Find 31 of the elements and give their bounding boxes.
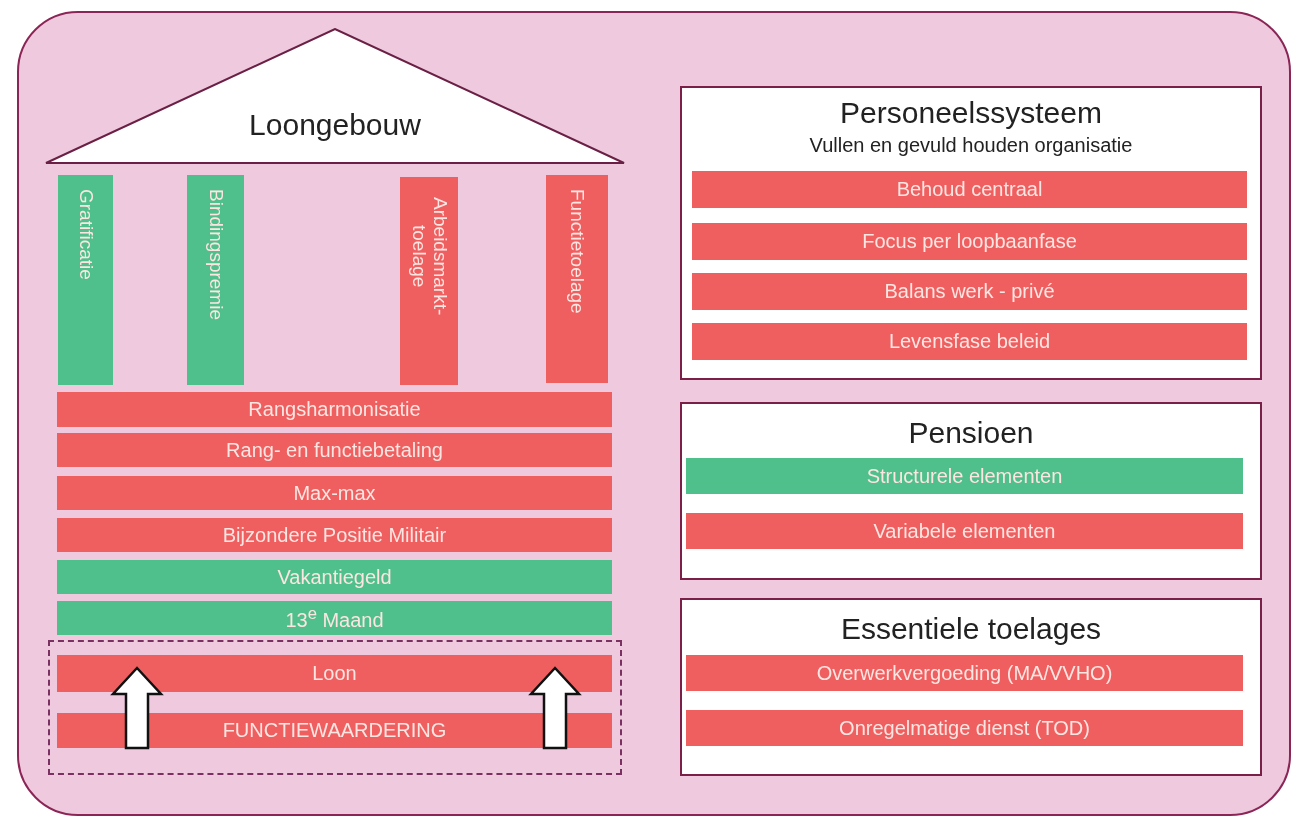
- dashed-frame: [48, 640, 622, 775]
- pay-component-bar: Loon: [57, 655, 612, 692]
- pay-component-bar: Behoud centraal: [692, 171, 1247, 208]
- panel-subtitle: Vullen en gevuld houden organisatie: [808, 134, 1134, 157]
- pay-component-bar: Max-max: [57, 476, 612, 510]
- pay-component-bar: Rang- en functiebetaling: [57, 433, 612, 467]
- panel: [680, 86, 1262, 380]
- panel-title: Pensioen: [907, 416, 1035, 450]
- pillar: Bindingspremie: [187, 175, 244, 385]
- block-arrow: [110, 666, 164, 750]
- pillar: Arbeidsmarkt- toelage: [400, 177, 458, 385]
- panel-title: Personeelssysteem: [839, 96, 1103, 130]
- pillar: Functietoelage: [546, 175, 608, 383]
- pay-component-bar: Focus per loopbaanfase: [692, 223, 1247, 260]
- pay-component-bar: Variabele elementen: [686, 513, 1243, 549]
- pay-component-bar: Structurele elementen: [686, 458, 1243, 494]
- pillar: Gratificatie: [58, 175, 113, 385]
- block-arrow: [528, 666, 582, 750]
- panel: [680, 402, 1262, 580]
- pay-component-bar: Onregelmatige dienst (TOD): [686, 710, 1243, 746]
- pay-component-bar: Levensfase beleid: [692, 323, 1247, 360]
- pay-component-bar: Balans werk - privé: [692, 273, 1247, 310]
- pay-component-bar: Overwerkvergoeding (MA/VVHO): [686, 655, 1243, 691]
- roof-title: Loongebouw: [248, 108, 422, 142]
- pay-component-bar: 13$^{e}$ Maand: [57, 601, 612, 635]
- pay-component-bar: FUNCTIEWAARDERING: [57, 713, 612, 748]
- panel-title: Essentiele toelages: [839, 612, 1103, 646]
- pay-component-bar: Rangsharmonisatie: [57, 392, 612, 427]
- panel: [680, 598, 1262, 776]
- pay-component-bar: Vakantiegeld: [57, 560, 612, 594]
- pay-component-bar: Bijzondere Positie Militair: [57, 518, 612, 552]
